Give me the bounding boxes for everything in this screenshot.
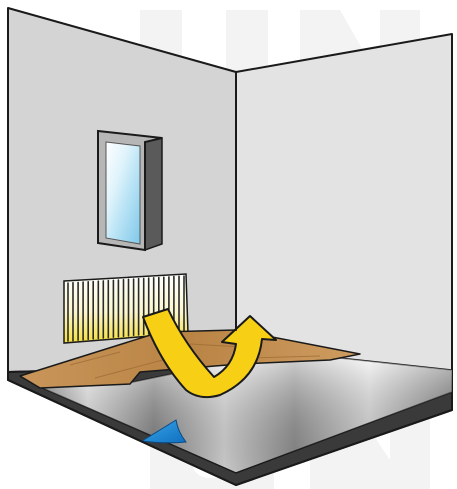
window-icon (98, 131, 162, 250)
right-wall (236, 34, 452, 372)
window-glass (106, 142, 140, 244)
window-reveal (145, 138, 162, 250)
